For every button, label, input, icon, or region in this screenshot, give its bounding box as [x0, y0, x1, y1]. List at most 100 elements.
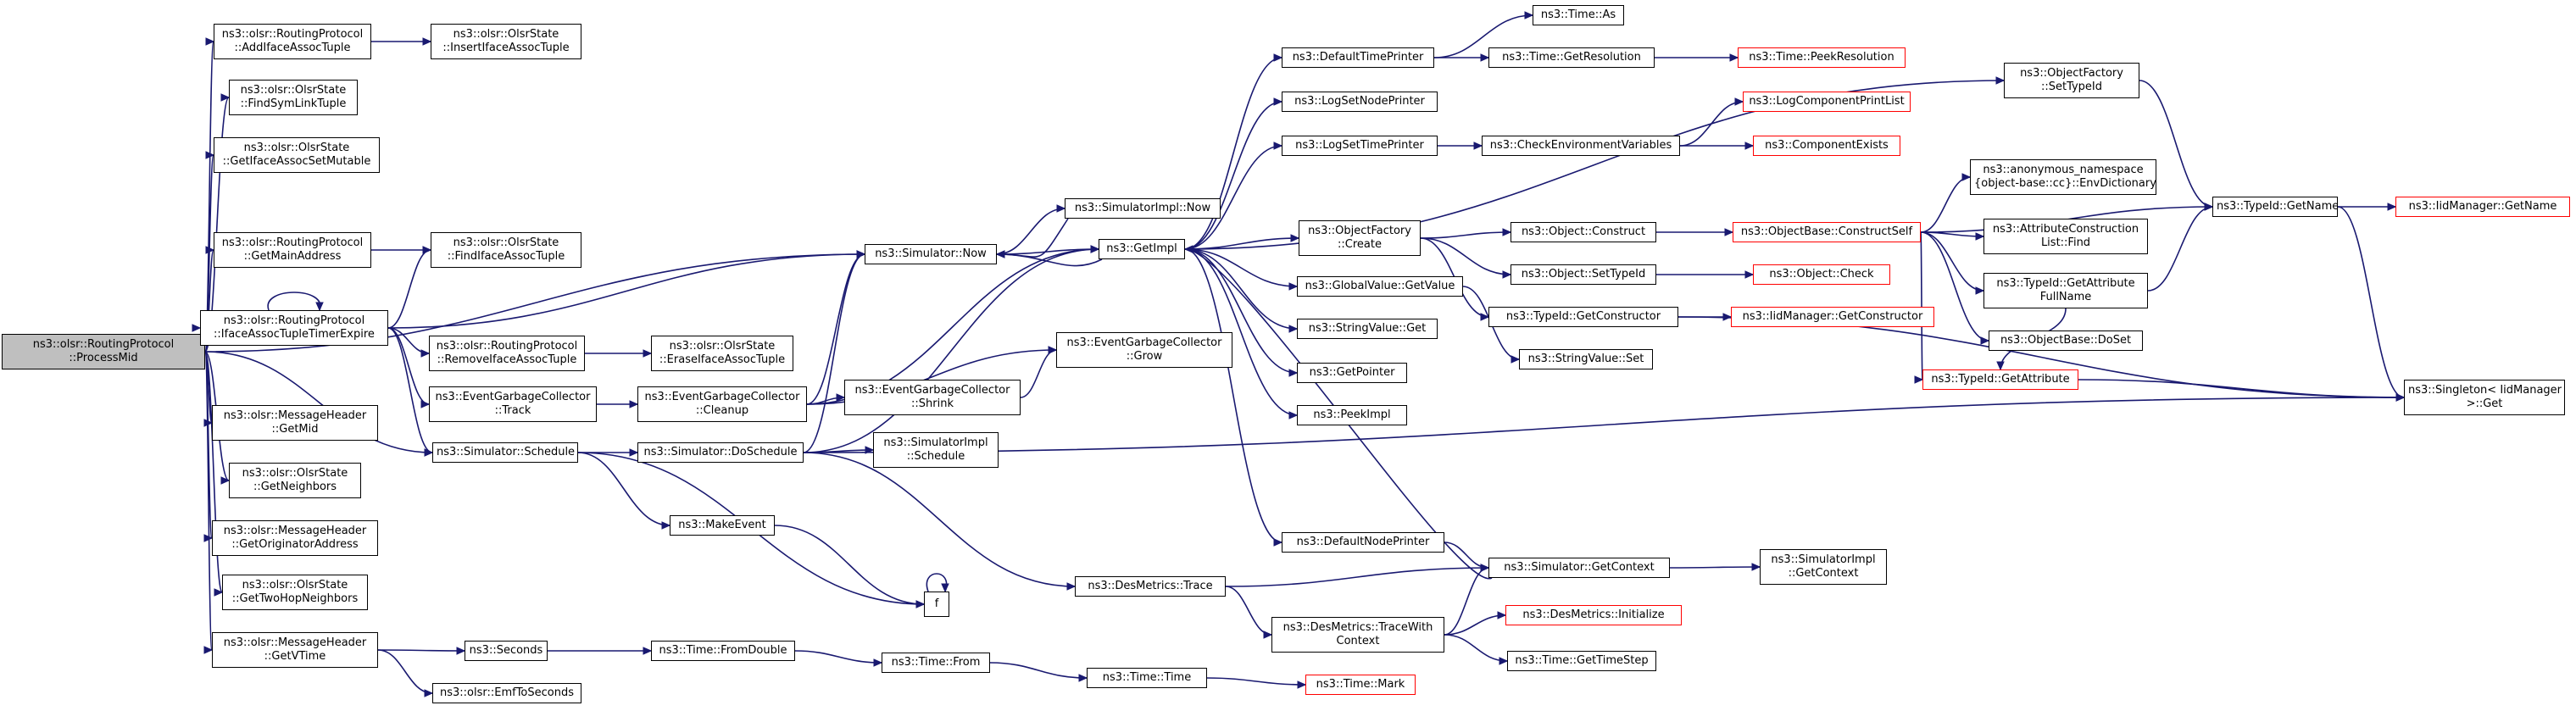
node-eraseiface[interactable]: ns3::olsr::OlsrState::EraseIfaceAssocTup… [651, 336, 793, 371]
node-ifacetimer[interactable]: ns3::olsr::RoutingProtocol::IfaceAssocTu… [200, 310, 388, 346]
node-objsettypeid[interactable]: ns3::Object::SetTypeId [1511, 264, 1656, 285]
node-constructself[interactable]: ns3::ObjectBase::ConstructSelf [1733, 222, 1921, 242]
node-seconds[interactable]: ns3::Seconds [465, 641, 548, 661]
node-peekres[interactable]: ns3::Time::PeekResolution [1738, 47, 1906, 68]
node-makeevent[interactable]: ns3::MakeEvent [670, 515, 775, 536]
node-label: ns3::LogSetTimePrinter [1295, 139, 1424, 152]
edge-arrowhead [1751, 563, 1761, 571]
node-getpointer[interactable]: ns3::GetPointer [1297, 363, 1407, 383]
node-getmainaddr[interactable]: ns3::olsr::RoutingProtocol::GetMainAddre… [214, 232, 371, 268]
node-timemark[interactable]: ns3::Time::Mark [1305, 675, 1416, 695]
node-label: ns3::DefaultNodePrinter [1296, 536, 1430, 548]
node-findsymlink[interactable]: ns3::olsr::OlsrState::FindSymLinkTuple [229, 80, 358, 115]
edge-arrowhead [1090, 245, 1100, 253]
node-gctrack[interactable]: ns3::EventGarbageCollector::Track [429, 386, 597, 422]
node-getimpl[interactable]: ns3::GetImpl [1099, 239, 1185, 259]
node-simimplschedule[interactable]: ns3::SimulatorImpl::Schedule [873, 432, 999, 468]
node-defaulttime[interactable]: ns3::DefaultTimePrinter [1282, 47, 1434, 68]
edge-objfactcreate-to-objsettypeid [1420, 237, 1511, 275]
node-defaultnode[interactable]: ns3::DefaultNodePrinter [1282, 532, 1444, 553]
node-label: ::GetVTime [264, 650, 326, 663]
node-label: ns3::TypeId::GetAttribute [1931, 373, 2070, 386]
node-label: ::GetNeighbors [253, 480, 337, 493]
node-gcshrink[interactable]: ns3::EventGarbageCollector::Shrink [844, 380, 1021, 415]
node-findiface[interactable]: ns3::olsr::OlsrState::FindIfaceAssocTupl… [431, 232, 581, 268]
node-simimplgetcontext[interactable]: ns3::SimulatorImpl::GetContext [1760, 549, 1887, 585]
node-iidgetname[interactable]: ns3::IidManager::GetName [2395, 197, 2570, 217]
edge-arrowhead [315, 302, 324, 312]
node-globalgetvalue[interactable]: ns3::GlobalValue::GetValue [1297, 276, 1463, 297]
node-stringvalueget[interactable]: ns3::StringValue::Get [1297, 319, 1438, 339]
node-label: ns3::PeekImpl [1313, 408, 1391, 421]
node-objfactcreate[interactable]: ns3::ObjectFactory::Create [1299, 220, 1421, 256]
node-insertiface[interactable]: ns3::olsr::OlsrState::InsertIfaceAssocTu… [431, 24, 581, 59]
node-label: ns3::StringValue::Set [1527, 353, 1644, 365]
node-desmetricstrace[interactable]: ns3::DesMetrics::Trace [1075, 576, 1226, 597]
node-fromdouble[interactable]: ns3::Time::FromDouble [651, 641, 795, 661]
node-gccleanup[interactable]: ns3::EventGarbageCollector::Cleanup [637, 386, 807, 422]
node-getneighbors[interactable]: ns3::olsr::OlsrState::GetNeighbors [229, 463, 361, 498]
edge-tracewithctx-to-getcontext [1444, 567, 1489, 636]
node-logsettime[interactable]: ns3::LogSetTimePrinter [1282, 136, 1438, 156]
node-timefrom[interactable]: ns3::Time::From [882, 653, 990, 673]
edge-arrowhead [941, 583, 949, 593]
edge-arrowhead [1502, 228, 1512, 236]
node-label: ns3::Time::PeekResolution [1749, 51, 1894, 64]
node-objcheck[interactable]: ns3::Object::Check [1753, 264, 1890, 285]
node-dosset[interactable]: ns3::ObjectBase::DoSet [1989, 331, 2143, 351]
edge-arrowhead [456, 647, 466, 655]
node-logcomplist[interactable]: ns3::LogComponentPrintList [1743, 92, 1911, 112]
edge-arrowhead [1995, 76, 2006, 85]
node-gettimestep[interactable]: ns3::Time::GetTimeStep [1507, 651, 1656, 671]
node-singletonget[interactable]: ns3::Singleton< IidManager >::Get [2404, 380, 2565, 415]
node-getorig[interactable]: ns3::olsr::MessageHeader::GetOriginatorA… [212, 520, 378, 556]
node-timeas[interactable]: ns3::Time::As [1533, 5, 1624, 25]
node-peekimpl[interactable]: ns3::PeekImpl [1297, 405, 1407, 425]
node-iidgetconstructor[interactable]: ns3::IidManager::GetConstructor [1731, 307, 1934, 327]
node-label: ns3::Singleton< IidManager [2408, 384, 2562, 397]
node-objconstruct[interactable]: ns3::Object::Construct [1511, 222, 1656, 242]
edge-getimpl-to-logsettime [1184, 145, 1282, 250]
node-objfactsettypeid[interactable]: ns3::ObjectFactory::SetTypeId [2004, 63, 2139, 98]
node-addiface[interactable]: ns3::olsr::RoutingProtocol::AddIfaceAsso… [214, 24, 371, 59]
node-typeidgetname[interactable]: ns3::TypeId::GetName [2212, 197, 2338, 217]
node-compexists[interactable]: ns3::ComponentExists [1753, 136, 1900, 156]
node-desinit[interactable]: ns3::DesMetrics::Initialize [1505, 605, 1682, 625]
node-timetime[interactable]: ns3::Time::Time [1087, 668, 1207, 688]
edge-arrowhead [1480, 313, 1490, 321]
node-gcgrow[interactable]: ns3::EventGarbageCollector::Grow [1056, 332, 1232, 368]
node-label: ns3::olsr::OlsrState [453, 28, 559, 41]
node-stringvalueset[interactable]: ns3::StringValue::Set [1519, 349, 1653, 369]
node-schedule[interactable]: ns3::Simulator::Schedule [432, 442, 578, 463]
node-getres[interactable]: ns3::Time::GetResolution [1488, 47, 1655, 68]
node-getcontext[interactable]: ns3::Simulator::GetContext [1488, 558, 1670, 578]
node-getmid[interactable]: ns3::olsr::MessageHeader::GetMid [212, 405, 378, 441]
edge-constructself-to-getattrfullname [1920, 231, 1984, 292]
node-f[interactable]: f [924, 592, 949, 617]
node-getifaceset[interactable]: ns3::olsr::OlsrState::GetIfaceAssocSetMu… [214, 137, 380, 173]
node-simimplnow[interactable]: ns3::SimulatorImpl::Now [1065, 198, 1221, 219]
node-label: ns3::CheckEnvironmentVariables [1489, 139, 1672, 152]
node-label: {object-base::cc}::EnvDictionary [1974, 177, 2156, 190]
node-envdict[interactable]: ns3::anonymous_namespace{object-base::cc… [1970, 159, 2156, 195]
node-logsetnode[interactable]: ns3::LogSetNodePrinter [1282, 92, 1438, 112]
edge-arrowhead [420, 400, 431, 408]
edge-processmid-to-getvtime [204, 351, 213, 651]
node-getvtime[interactable]: ns3::olsr::MessageHeader::GetVTime [212, 632, 378, 668]
node-getattribute[interactable]: ns3::TypeId::GetAttribute [1922, 369, 2078, 390]
node-checkenv[interactable]: ns3::CheckEnvironmentVariables [1482, 136, 1680, 156]
edge-arrowhead [1980, 336, 1990, 345]
node-removeiface[interactable]: ns3::olsr::RoutingProtocol::RemoveIfaceA… [429, 336, 585, 371]
node-simnow[interactable]: ns3::Simulator::Now [865, 244, 997, 264]
node-gettwohop[interactable]: ns3::olsr::OlsrState::GetTwoHopNeighbors [222, 575, 368, 610]
node-label: ns3::ObjectFactory [2020, 67, 2123, 80]
node-doschedule[interactable]: ns3::Simulator::DoSchedule [637, 442, 804, 463]
node-label: ns3::Simulator::GetContext [1504, 561, 1655, 574]
node-label: ns3::SimulatorImpl::Now [1074, 202, 1211, 214]
node-emftoseconds[interactable]: ns3::olsr::EmfToSeconds [432, 683, 581, 703]
node-label: ns3::IidManager::GetName [2408, 200, 2557, 213]
node-getconstructor[interactable]: ns3::TypeId::GetConstructor [1488, 307, 1678, 327]
